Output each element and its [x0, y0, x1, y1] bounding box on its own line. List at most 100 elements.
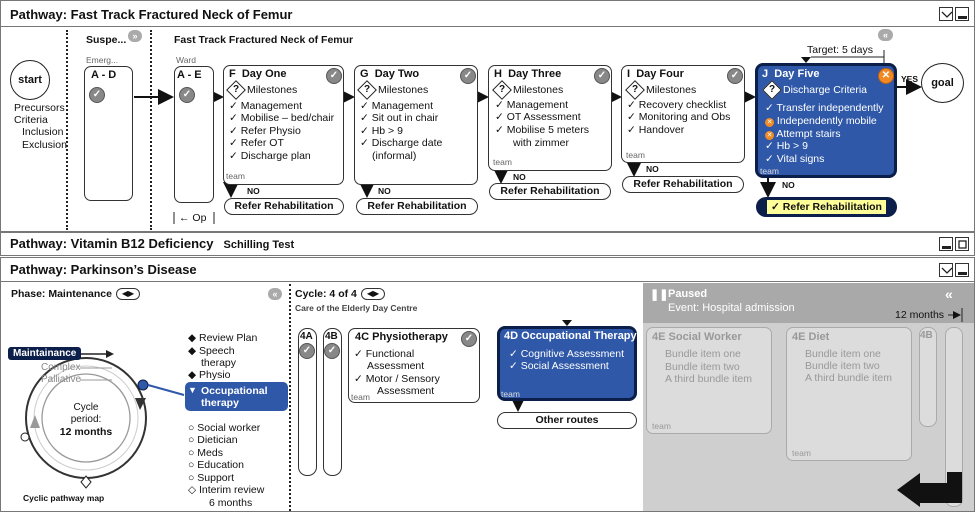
team-label: team [792, 448, 811, 458]
day-card-f[interactable] [223, 65, 344, 185]
criteria-item: ✓ Vital signs [765, 153, 825, 165]
refer-rehabilitation-button[interactable]: Refer Rehabilitation [356, 198, 478, 215]
milestones-label: Milestones [646, 84, 697, 96]
card-title: 4C Physiotherapy [355, 331, 448, 343]
goal-node[interactable]: goal [921, 63, 964, 103]
pathway-subtitle: Schilling Test [223, 239, 295, 251]
team-label: team [626, 150, 645, 160]
card-4a[interactable] [298, 328, 317, 476]
bundle-item: Bundle item one [665, 348, 741, 360]
collapse-arrows-icon[interactable]: « [878, 29, 893, 41]
day-card-h[interactable] [488, 65, 612, 171]
card-a-d[interactable] [84, 66, 133, 201]
milestone-item: ✓ Mobilise 5 meters [495, 124, 589, 136]
refer-rehabilitation-button[interactable]: Refer Rehabilitation [622, 176, 744, 193]
refer-rehabilitation-button[interactable]: Refer Rehabilitation [224, 198, 344, 215]
milestones-label: Milestones [247, 84, 298, 96]
card-a-d-title: A - D [91, 69, 117, 81]
selected-service-occupational-therapy[interactable]: Occupational therapy [185, 382, 288, 411]
paused-label: Paused [668, 288, 708, 300]
service-item[interactable]: ◆ Review Plan [188, 332, 258, 344]
bundle-item: ✓ Motor / Sensory [354, 373, 440, 385]
check-icon[interactable]: ✓ [727, 68, 743, 84]
exclusion-link[interactable]: Exclusion [22, 139, 67, 151]
card-4d-occupational-therapy[interactable] [497, 326, 637, 401]
minimize-icon[interactable] [939, 237, 953, 251]
collapse-arrows-icon[interactable]: « [268, 288, 282, 300]
check-icon[interactable]: ✓ [179, 87, 195, 103]
bundle-item-cont: Assessment [367, 360, 425, 372]
other-routes-button[interactable]: Other routes [497, 412, 637, 429]
pathway-header-parkinsons[interactable]: Pathway: Parkinson’s Disease [0, 257, 975, 282]
restore-icon[interactable] [955, 237, 969, 251]
pause-icon[interactable]: ❚❚ [650, 289, 669, 301]
check-icon[interactable]: ✓ [326, 68, 342, 84]
close-icon[interactable]: ✕ [878, 68, 894, 84]
cycle-toggle-icon[interactable]: ◀▶ [361, 288, 385, 300]
ring-label-complex[interactable]: Complex [41, 362, 81, 373]
check-icon[interactable]: ✓ [324, 343, 340, 359]
service-item[interactable]: ◆ Physio [188, 369, 231, 381]
day-card-g[interactable] [354, 65, 478, 185]
collapse-icon[interactable] [939, 263, 953, 277]
card-title: 4E Social Worker [652, 331, 742, 343]
day-card-title: J Day Five [762, 68, 820, 80]
check-icon[interactable]: ✓ [460, 68, 476, 84]
check-icon[interactable]: ✓ [594, 68, 610, 84]
criteria-item: ✕ Independently mobile [765, 115, 877, 127]
service-item[interactable]: ○ Education [188, 459, 244, 471]
inclusion-link[interactable]: Inclusion [22, 126, 64, 138]
expand-left-icon[interactable]: « [945, 286, 953, 302]
pathway-title: Pathway: Fast Track Fractured Neck of Fe… [10, 7, 293, 22]
team-label: team [652, 421, 671, 431]
milestone-item: ✓ Management [360, 100, 434, 112]
ward-label: Ward [176, 55, 196, 65]
service-item[interactable]: ◇ Interim review [188, 484, 265, 496]
phase-toggle-icon[interactable]: ◀▶ [116, 288, 140, 300]
yes-label: YES [901, 74, 919, 84]
collapse-icon[interactable] [939, 7, 953, 21]
service-item[interactable]: ○ Social worker [188, 422, 261, 434]
card-4e-diet[interactable] [786, 327, 912, 461]
expand-icon[interactable]: » [128, 30, 142, 42]
care-location-label: Care of the Elderly Day Centre [295, 303, 418, 313]
card-4c-physiotherapy[interactable] [348, 328, 480, 403]
milestone-item: ✓ Hb > 9 [360, 125, 403, 137]
day-card-j[interactable] [755, 63, 897, 178]
bundle-item: ✓ Social Assessment [509, 360, 609, 372]
service-item[interactable]: ○ Dietician [188, 434, 238, 446]
divider [150, 30, 152, 230]
check-icon[interactable]: ✓ [461, 331, 477, 347]
no-label: NO [378, 186, 391, 196]
service-item[interactable]: ○ Support [188, 472, 235, 484]
minimize-icon[interactable] [955, 263, 969, 277]
service-item[interactable]: ◆ Speech [188, 345, 235, 357]
ring-label-palliative[interactable]: Palliative [41, 374, 82, 385]
refer-rehabilitation-button[interactable]: Refer Rehabilitation [489, 183, 611, 200]
bundle-item: A third bundle item [665, 373, 752, 385]
bundle-item: ✓ Cognitive Assessment [509, 348, 625, 360]
months-label: 12 months [895, 309, 945, 321]
milestone-item: ✓ Refer OT [229, 137, 284, 149]
team-label: team [760, 166, 779, 176]
bundle-item: Bundle item one [805, 348, 881, 360]
pathway-header-femur[interactable]: Pathway: Fast Track Fractured Neck of Fe… [0, 0, 975, 27]
check-icon[interactable]: ✓ [89, 87, 105, 103]
card-paused-extra[interactable] [945, 327, 963, 507]
start-node[interactable]: start [10, 60, 50, 100]
card-4b[interactable] [323, 328, 342, 476]
card-4b-paused[interactable] [919, 327, 937, 427]
cycle-label: Cycle: 4 of 4 [295, 288, 357, 300]
card-4e-social-worker[interactable] [646, 327, 772, 434]
refer-rehabilitation-button-active[interactable]: ✓ Refer Rehabilitation [756, 197, 897, 217]
ring-label-maintainance[interactable]: Maintainance [8, 347, 82, 360]
minimize-icon[interactable] [955, 7, 969, 21]
paused-header [643, 283, 974, 323]
service-item[interactable]: ○ Meds [188, 447, 223, 459]
day-card-title: F Day One [229, 68, 287, 80]
day-card-i[interactable] [621, 65, 745, 163]
check-icon[interactable]: ✓ [299, 343, 315, 359]
